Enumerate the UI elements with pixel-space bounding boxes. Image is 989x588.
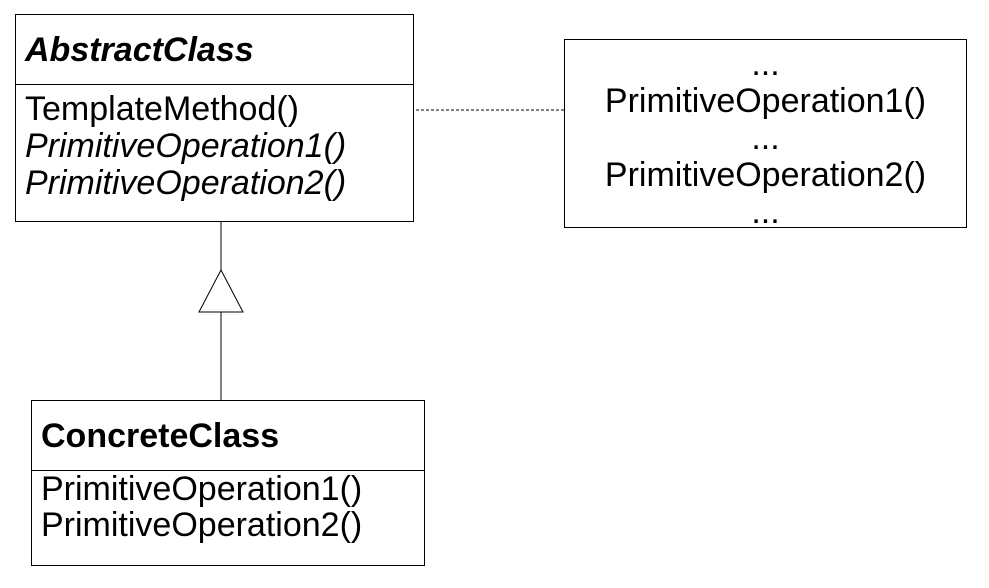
operation-primitive-1: PrimitiveOperation1()	[41, 470, 363, 508]
note-ellipsis: ...	[751, 119, 780, 157]
concrete-class-name: ConcreteClass	[32, 401, 424, 471]
operation-template-method: TemplateMethod()	[25, 90, 300, 128]
concrete-class-box: ConcreteClass PrimitiveOperation1() Prim…	[31, 400, 425, 566]
note-box: ... PrimitiveOperation1() ... PrimitiveO…	[564, 39, 967, 231]
inheritance-triangle	[198, 268, 244, 313]
abstract-class-box: AbstractClass TemplateMethod() Primitive…	[15, 14, 414, 222]
operation-primitive-2: PrimitiveOperation2()	[41, 506, 363, 544]
concrete-class-operations: PrimitiveOperation1() PrimitiveOperation…	[32, 471, 424, 543]
abstract-class-name: AbstractClass	[16, 15, 413, 85]
abstract-class-operations: TemplateMethod() PrimitiveOperation1() P…	[16, 85, 413, 202]
note-line-primitive-2: PrimitiveOperation2()	[604, 156, 927, 194]
operation-primitive-1: PrimitiveOperation1()	[25, 127, 347, 165]
note-line-primitive-1: PrimitiveOperation1()	[604, 82, 927, 120]
note-ellipsis: ...	[751, 193, 780, 231]
operation-primitive-2: PrimitiveOperation2()	[25, 164, 347, 202]
note-ellipsis: ...	[751, 45, 780, 83]
